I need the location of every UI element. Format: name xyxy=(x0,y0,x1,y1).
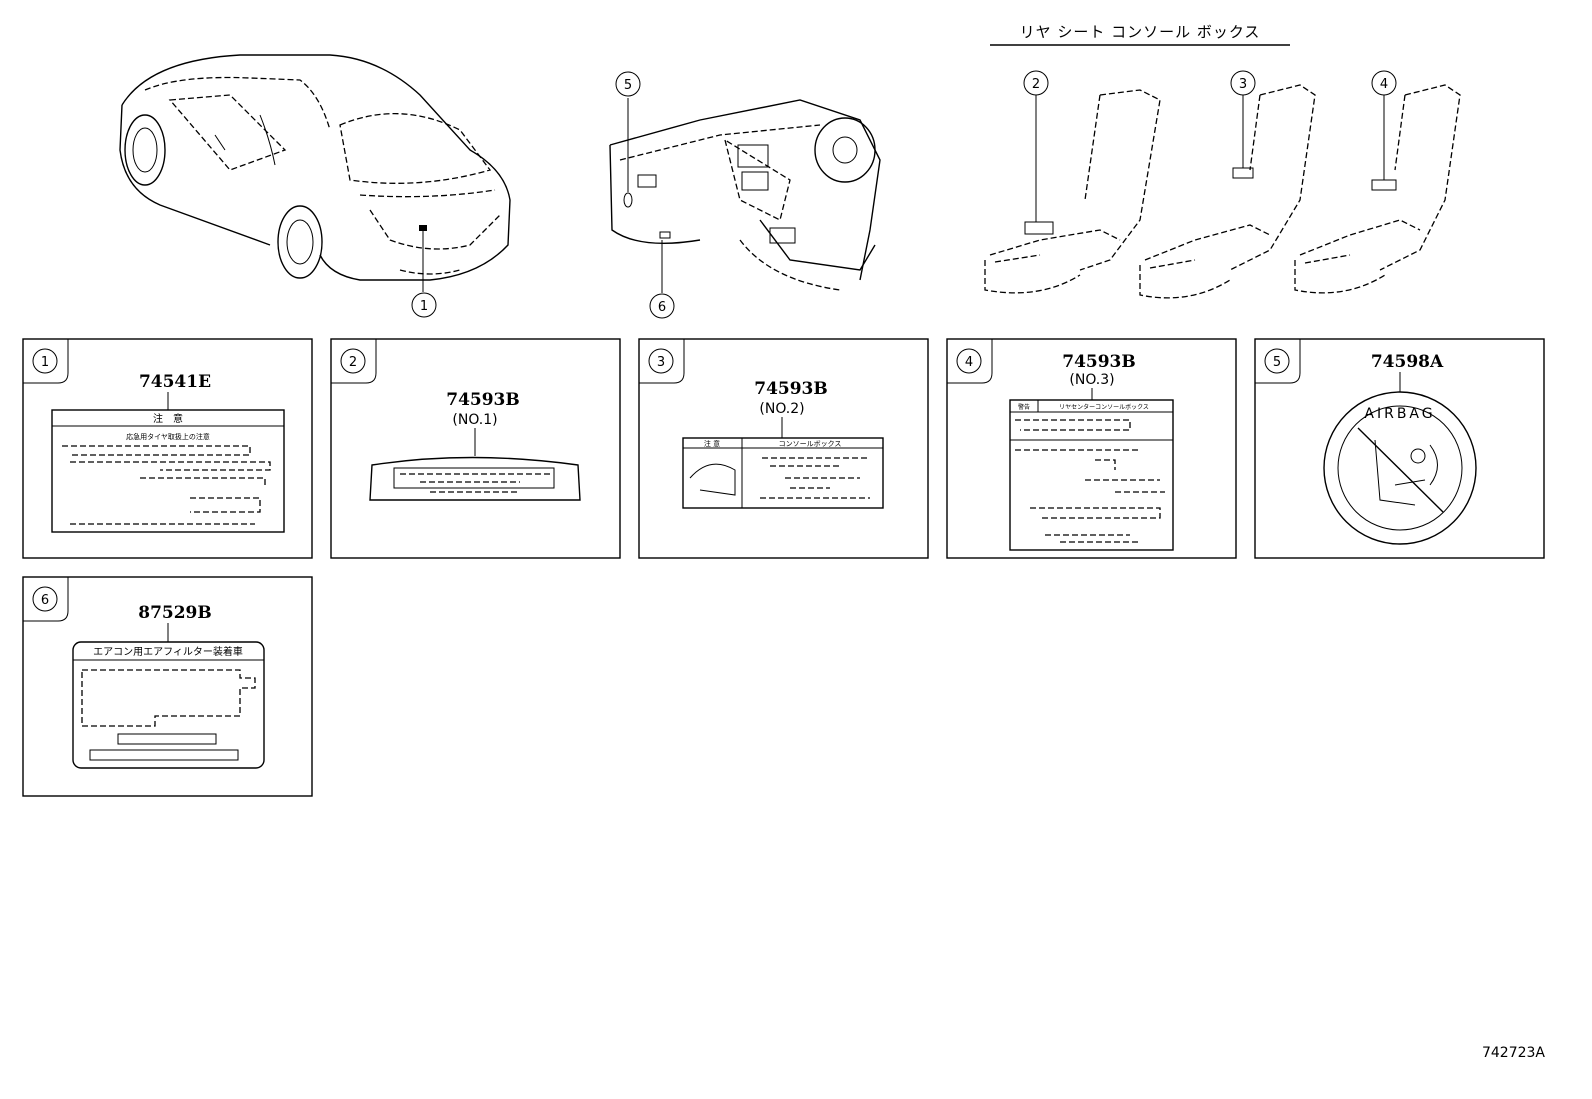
part-number-87529B: 87529B xyxy=(138,603,212,623)
callout-5: 5 xyxy=(615,71,641,97)
console-box-2-illustration xyxy=(1139,84,1316,299)
diagram-id: 742723A xyxy=(1482,1045,1545,1061)
part-number-74598A: 74598A xyxy=(1371,352,1444,372)
car-illustration xyxy=(119,54,511,292)
label-caution-title: 注 意 xyxy=(153,412,183,425)
svg-text:4: 4 xyxy=(965,355,973,370)
panel-1: 1 74541E 注 意 応急用タイヤ取扱上の注意 xyxy=(22,338,313,559)
svg-text:3: 3 xyxy=(1239,77,1247,92)
part-number-74593B-no1: 74593B xyxy=(446,390,520,410)
callout-6: 6 xyxy=(649,293,675,319)
svg-text:5: 5 xyxy=(1273,355,1281,370)
callout-4: 4 xyxy=(1371,70,1397,96)
sub-label-no3: (NO.3) xyxy=(1069,372,1114,388)
svg-text:6: 6 xyxy=(41,593,49,608)
part-number-74593B-no3: 74593B xyxy=(1062,352,1136,372)
panel-4: 4 74593B (NO.3) 警告 リヤセンターコンソールボックス xyxy=(946,338,1237,559)
dashboard-illustration xyxy=(609,98,881,293)
label-caution-line: 応急用タイヤ取扱上の注意 xyxy=(126,432,210,441)
svg-text:5: 5 xyxy=(624,78,632,93)
label-warning-small: 警告 xyxy=(1018,403,1030,411)
part-number-74593B-no2: 74593B xyxy=(754,379,828,399)
panel-5: 5 74598A AIRBAG xyxy=(1254,338,1545,559)
console-box-3-illustration xyxy=(1294,84,1461,294)
svg-text:3: 3 xyxy=(657,355,665,370)
airbag-text: AIRBAG xyxy=(1364,406,1435,422)
label-caution-small: 注 意 xyxy=(704,439,720,448)
callout-1: 1 xyxy=(411,292,437,318)
sub-label-no2: (NO.2) xyxy=(759,401,804,417)
airbag-seal xyxy=(1323,391,1477,545)
label-air-filter: エアコン用エアフィルター装着車 xyxy=(93,645,243,658)
panel-6: 6 87529B エアコン用エアフィルター装着車 xyxy=(22,576,313,797)
svg-text:1: 1 xyxy=(420,299,428,314)
label-console-box: コンソールボックス xyxy=(779,440,842,448)
console-header: リヤ シート コンソール ボックス xyxy=(1020,23,1261,41)
part-number-74541E: 74541E xyxy=(139,372,211,392)
svg-text:6: 6 xyxy=(658,300,666,315)
label-rear-console: リヤセンターコンソールボックス xyxy=(1059,403,1149,411)
svg-text:2: 2 xyxy=(349,355,357,370)
sub-label-no1: (NO.1) xyxy=(452,412,497,428)
console-box-1-illustration xyxy=(984,89,1161,294)
svg-text:1: 1 xyxy=(41,355,49,370)
callout-2: 2 xyxy=(1023,70,1049,96)
callout-3: 3 xyxy=(1230,70,1256,96)
panel-3: 3 74593B (NO.2) 注 意 コンソールボックス xyxy=(638,338,929,559)
panel-2: 2 74593B (NO.1) xyxy=(330,338,621,559)
svg-text:2: 2 xyxy=(1032,77,1040,92)
svg-text:4: 4 xyxy=(1380,77,1388,92)
